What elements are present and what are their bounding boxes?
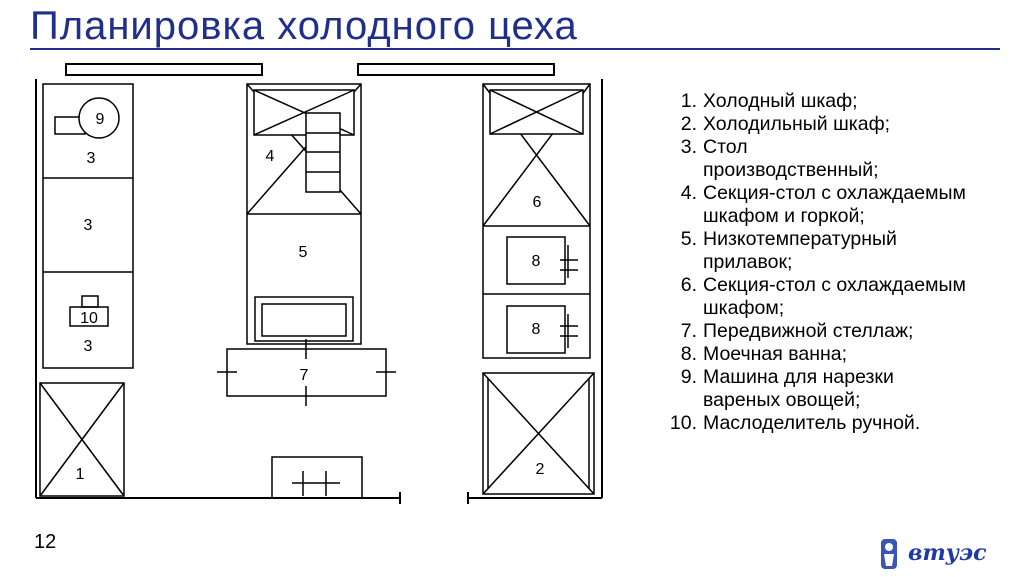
window-left [65, 63, 263, 76]
legend-list: 1. Холодный шкаф; 2. Холодильный шкаф; 3. С… [655, 90, 1003, 435]
legend-item: 1. Холодный шкаф; [655, 90, 1003, 113]
butter-divider-10 [69, 295, 109, 327]
legend-number: 1. [680, 90, 697, 112]
logo-emblem-icon [881, 539, 897, 569]
legend-item: 4. Секция-стол с охлаждаемым шкафом и гор… [655, 182, 1003, 228]
legend-item: 9. Машина для нарезки вареных овощей; [655, 366, 1003, 412]
production-tables-column [42, 83, 134, 369]
vegetable-cutter-9 [54, 97, 120, 139]
cold-cabinet-1 [39, 382, 125, 497]
legend-text: Маслоделитель ручной. [703, 412, 921, 434]
legend-text: Холодный шкаф; [703, 90, 858, 112]
label-1: 1 [76, 466, 85, 483]
page-number: 12 [34, 531, 57, 553]
window-right [357, 63, 555, 76]
legend-number: 10. [669, 412, 697, 434]
legend-item: 7. Передвижной стеллаж; [655, 320, 1003, 343]
legend-text: Моечная ванна; [703, 343, 848, 365]
label-8b: 8 [532, 321, 541, 338]
refrigerator-cabinet-2 [482, 372, 595, 495]
legend-item: 6. Секция-стол с охлаждаемым шкафом; [655, 274, 1003, 320]
legend-text: Секция-стол с охлаждаемым шкафом и горко… [703, 182, 966, 227]
label-8a: 8 [532, 253, 541, 270]
bottom-sink-fixture [271, 456, 363, 499]
label-10: 10 [80, 310, 98, 327]
legend-number: 4. [680, 182, 697, 204]
label-3b: 3 [84, 217, 93, 234]
legend-number: 9. [680, 366, 697, 388]
middle-column [246, 83, 362, 345]
legend-text: Машина для нарезки вареных овощей; [703, 366, 894, 411]
label-4: 4 [266, 148, 275, 165]
legend-text: Секция-стол с охлаждаемым шкафом; [703, 274, 966, 319]
legend-number: 2. [680, 113, 697, 135]
label-9: 9 [96, 111, 105, 128]
mobile-rack-7 [217, 339, 396, 406]
legend-number: 3. [680, 136, 697, 158]
label-7: 7 [300, 367, 309, 384]
legend-item: 5. Низкотемпературный прилавок; [655, 228, 1003, 274]
legend-item: 3. Стол производственный; [655, 136, 1003, 182]
page-title: Планировка холодного цеха [30, 4, 578, 48]
label-2: 2 [536, 461, 545, 478]
legend-text: Стол производственный; [703, 136, 879, 181]
label-5: 5 [299, 244, 308, 261]
label-6: 6 [533, 194, 542, 211]
legend-number: 5. [680, 228, 697, 250]
legend-text: Низкотемпературный прилавок; [703, 228, 897, 273]
legend-item: 8. Моечная ванна; [655, 343, 1003, 366]
legend-text: Передвижной стеллаж; [703, 320, 914, 342]
title-underline [30, 48, 1000, 50]
label-3a: 3 [87, 150, 96, 167]
legend-text: Холодильный шкаф; [703, 113, 891, 135]
label-3c: 3 [84, 338, 93, 355]
legend-number: 7. [680, 320, 697, 342]
legend-number: 6. [680, 274, 697, 296]
right-column [482, 83, 591, 359]
legend-item: 2. Холодильный шкаф; [655, 113, 1003, 136]
university-logo: втуэс [876, 536, 1006, 572]
legend-number: 8. [680, 343, 697, 365]
logo-text: втуэс [908, 540, 987, 566]
legend-item: 10. Маслоделитель ручной. [655, 412, 1003, 435]
